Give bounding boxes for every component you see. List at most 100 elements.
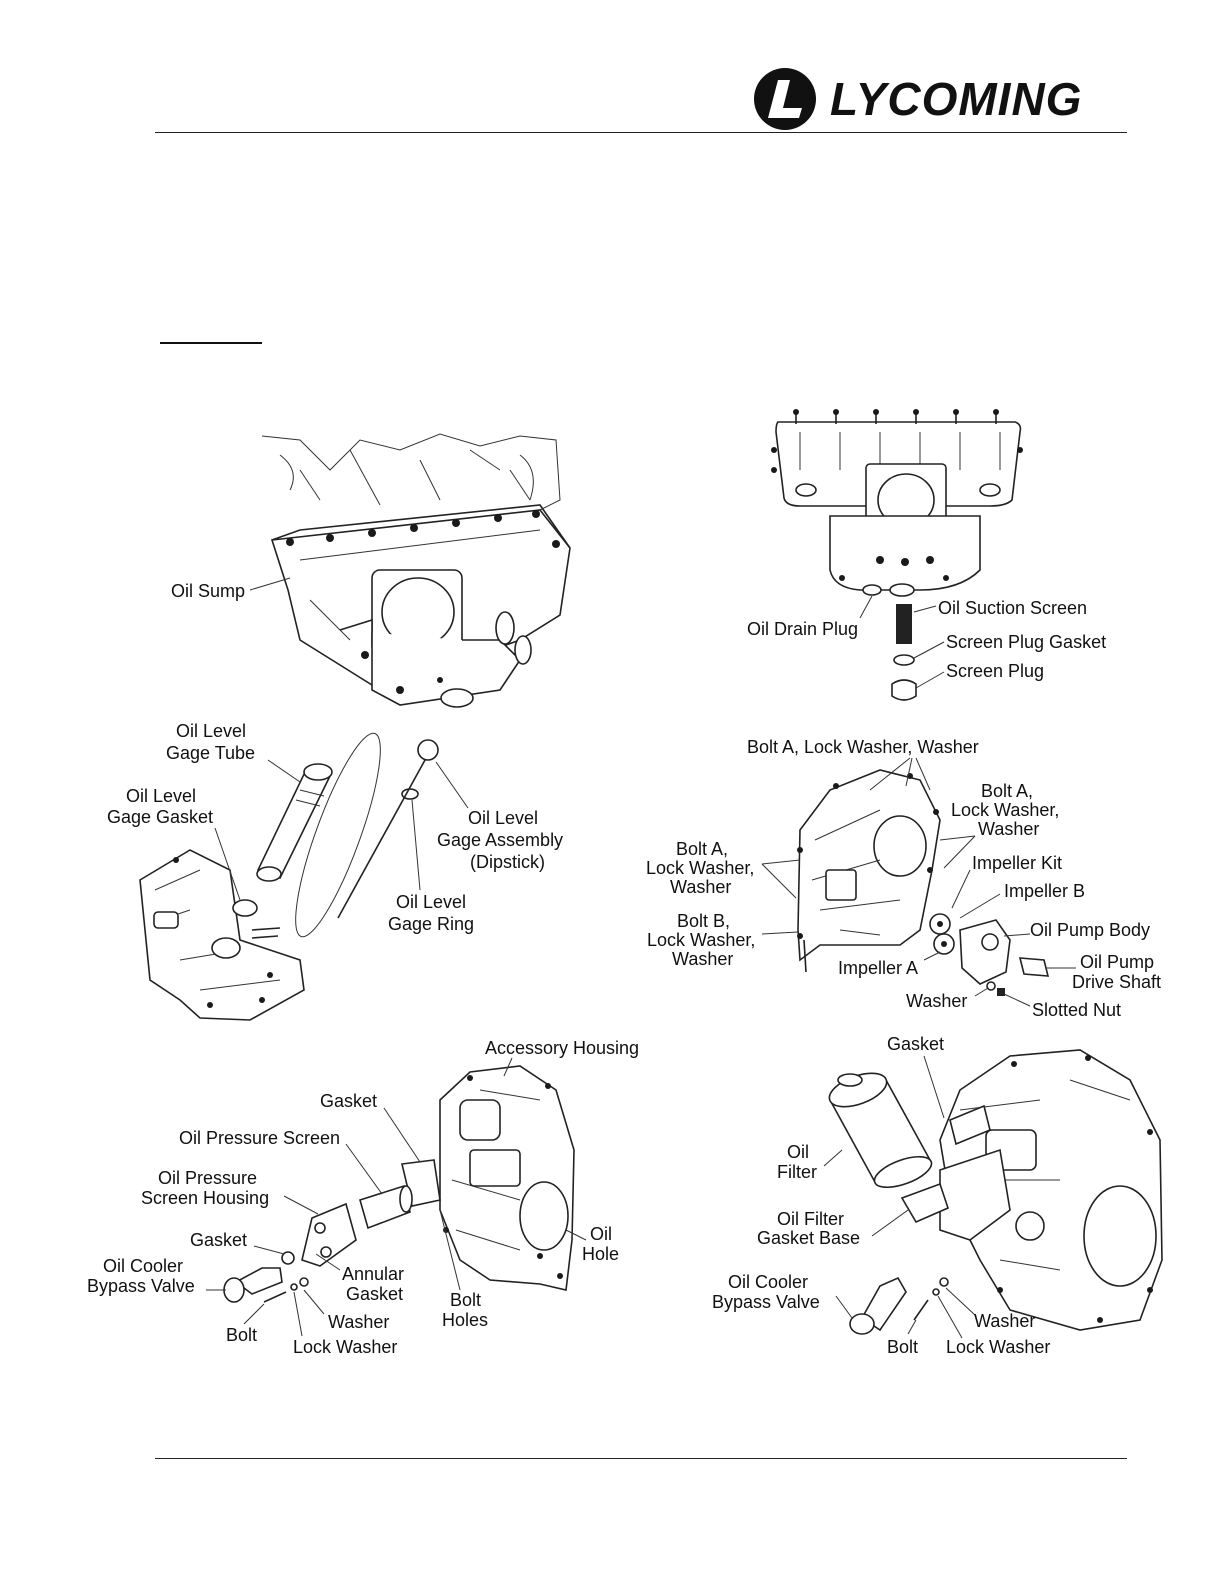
screen-plug-gasket-icon <box>893 654 915 666</box>
panel-oil-sump: Oil Sump <box>171 433 571 708</box>
label-bolt-a-left-line1: Bolt A, <box>676 839 728 859</box>
label-lock-washer: Lock Washer <box>293 1337 397 1357</box>
panel-oil-drain: Oil Drain Plug Oil Suction Screen Screen… <box>747 409 1106 701</box>
footer-rule <box>155 1458 1127 1459</box>
label-oil-hole-line2: Hole <box>582 1244 619 1264</box>
label-bolt-a-left-line2: Lock Washer, <box>646 858 754 878</box>
label-bolt: Bolt <box>887 1337 918 1357</box>
lycoming-logo: LYCOMING <box>752 66 1132 132</box>
label-drive-shaft-line2: Drive Shaft <box>1072 972 1161 992</box>
slotted-nut-icon <box>997 988 1005 996</box>
bolt-icon <box>263 1291 287 1303</box>
label-bypass-valve-line2: Bypass Valve <box>87 1276 195 1296</box>
label-gasket-top: Gasket <box>320 1091 377 1111</box>
label-washer: Washer <box>328 1312 389 1332</box>
label-oil-drain-plug: Oil Drain Plug <box>747 619 858 639</box>
label-bolt-a-top: Bolt A, Lock Washer, Washer <box>747 737 979 757</box>
label-gage-tube-line2: Gage Tube <box>166 743 255 763</box>
label-bolt-holes-line1: Bolt <box>450 1290 481 1310</box>
lock-washer-icon <box>932 1288 940 1296</box>
label-oil-pump-body: Oil Pump Body <box>1030 920 1150 940</box>
label-washer: Washer <box>974 1311 1035 1331</box>
label-gage-gasket-line1: Oil Level <box>126 786 196 806</box>
crankcase-corner-illustration <box>139 849 305 1021</box>
label-slotted-nut: Slotted Nut <box>1032 1000 1121 1020</box>
oil-pressure-screen-housing-icon <box>301 1202 357 1267</box>
label-gasket-left: Gasket <box>190 1230 247 1250</box>
label-bolt-a-right-line3: Washer <box>978 819 1039 839</box>
label-screen-housing-line1: Oil Pressure <box>158 1168 257 1188</box>
label-bolt-b-line2: Lock Washer, <box>647 930 755 950</box>
oil-pressure-screen-icon <box>359 1184 413 1230</box>
label-bolt-holes-line2: Holes <box>442 1310 488 1330</box>
logo-wordmark: LYCOMING <box>830 73 1083 125</box>
oil-suction-screen-icon <box>896 604 912 644</box>
label-screen-plug: Screen Plug <box>946 661 1044 681</box>
label-accessory-housing: Accessory Housing <box>485 1038 639 1058</box>
label-gage-assembly-line1: Oil Level <box>468 808 538 828</box>
label-washer: Washer <box>906 991 967 1011</box>
accessory-housing-illustration <box>439 1065 575 1291</box>
label-bolt-a-left-line3: Washer <box>670 877 731 897</box>
accessory-housing-rear-illustration <box>797 769 941 973</box>
label-oil-suction-screen: Oil Suction Screen <box>938 598 1087 618</box>
label-drive-shaft-line1: Oil Pump <box>1080 952 1154 972</box>
label-oil-sump: Oil Sump <box>171 581 245 601</box>
panel-oil-pressure-screen: Accessory Housing Gasket Oil Pressure Sc… <box>87 1038 639 1357</box>
label-bypass-valve-line1: Oil Cooler <box>728 1272 808 1292</box>
label-impeller-b: Impeller B <box>1004 881 1085 901</box>
label-bypass-valve-line2: Bypass Valve <box>712 1292 820 1312</box>
label-impeller-kit: Impeller Kit <box>972 853 1062 873</box>
oil-sump-illustration <box>261 433 571 708</box>
lock-washer-icon <box>290 1283 298 1291</box>
washer-icon <box>939 1277 949 1287</box>
oil-pump-drive-shaft-icon <box>1018 957 1050 977</box>
label-oil-filter-line2: Filter <box>777 1162 817 1182</box>
panel-oil-filter: Gasket Oil Filter Oil Filter Gasket Base… <box>712 1034 1163 1357</box>
label-gage-gasket-line2: Gage Gasket <box>107 807 213 827</box>
label-gage-assembly-line2: Gage Assembly <box>437 830 563 850</box>
label-screen-plug-gasket: Screen Plug Gasket <box>946 632 1106 652</box>
screen-plug-icon <box>891 679 917 701</box>
washer-icon <box>986 981 996 991</box>
accessory-housing-filter-illustration <box>939 1049 1163 1331</box>
label-oil-filter-line1: Oil <box>787 1142 809 1162</box>
oil-filter-icon <box>828 1072 933 1189</box>
oil-pump-body-icon <box>959 919 1011 985</box>
label-screen-housing-line2: Screen Housing <box>141 1188 269 1208</box>
label-bolt-b-line1: Bolt B, <box>677 911 730 931</box>
header-rule <box>155 132 1127 133</box>
lycoming-emblem-icon <box>754 68 816 130</box>
impeller-icon <box>929 913 955 955</box>
label-bypass-valve-line1: Oil Cooler <box>103 1256 183 1276</box>
label-oil-pressure-screen: Oil Pressure Screen <box>179 1128 340 1148</box>
oil-filter-gasket-base-icon <box>900 1182 949 1224</box>
gasket-ring-icon <box>281 1251 295 1265</box>
sump-bottom-illustration <box>771 409 1023 597</box>
oil-cooler-bypass-valve-icon <box>849 1276 907 1335</box>
oil-level-dipstick-icon <box>295 732 439 938</box>
label-gage-ring-line2: Gage Ring <box>388 914 474 934</box>
label-lock-washer: Lock Washer <box>946 1337 1050 1357</box>
oil-level-gage-gasket-icon <box>232 899 258 917</box>
label-annular-gasket-line1: Annular <box>342 1264 404 1284</box>
label-gasket-base-line2: Gasket Base <box>757 1228 860 1248</box>
label-bolt-a-right-line1: Bolt A, <box>981 781 1033 801</box>
figure-caption-underline <box>160 342 262 344</box>
label-gage-ring-line1: Oil Level <box>396 892 466 912</box>
washer-icon <box>299 1277 309 1287</box>
oil-level-gage-tube-icon <box>256 763 333 882</box>
label-gage-tube-line1: Oil Level <box>176 721 246 741</box>
label-bolt-b-line3: Washer <box>672 949 733 969</box>
label-annular-gasket-line2: Gasket <box>346 1284 403 1304</box>
label-bolt: Bolt <box>226 1325 257 1345</box>
panel-oil-level-gage: Oil Level Gage Tube Oil Level Gage Gaske… <box>107 721 563 1021</box>
label-bolt-a-right-line2: Lock Washer, <box>951 800 1059 820</box>
label-gage-assembly-line3: (Dipstick) <box>470 852 545 872</box>
oil-cooler-bypass-valve-icon <box>223 1267 283 1303</box>
panel-oil-pump: Bolt A, Lock Washer, Washer Bolt A, Lock… <box>646 737 1161 1020</box>
label-impeller-a: Impeller A <box>838 958 918 978</box>
label-gasket-base-line1: Oil Filter <box>777 1209 844 1229</box>
label-oil-hole-line1: Oil <box>590 1224 612 1244</box>
